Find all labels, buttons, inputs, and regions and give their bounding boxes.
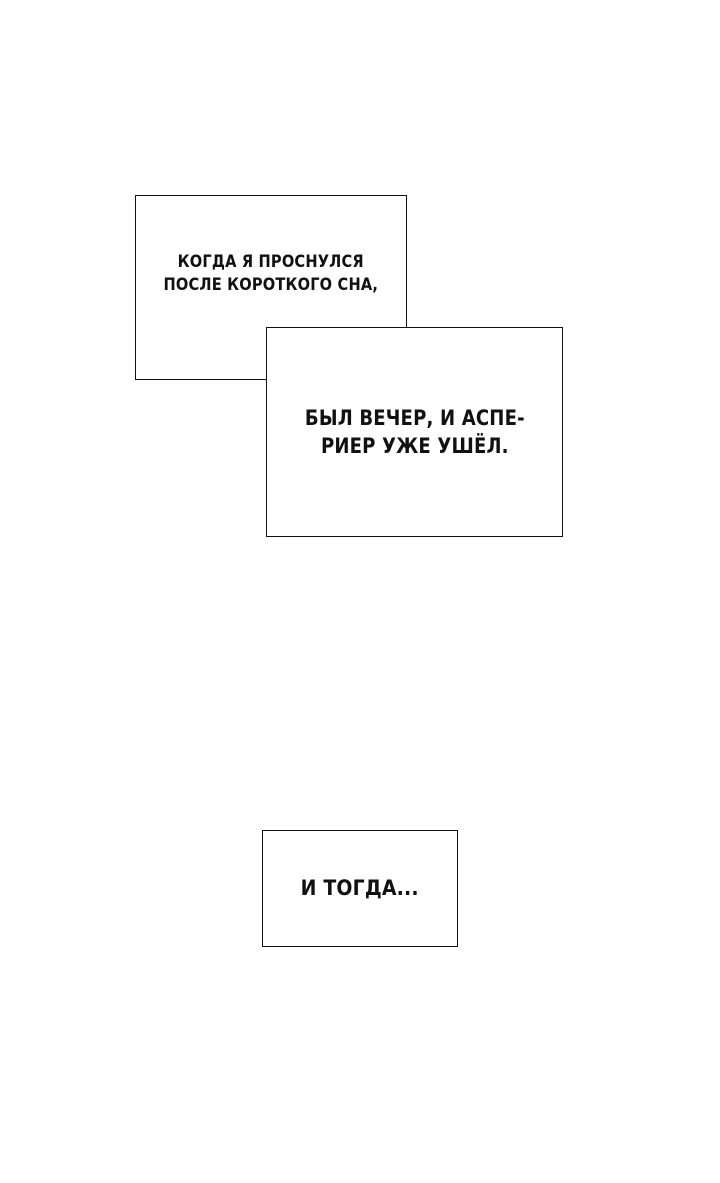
caption-text-2: Был вечер, и Аспе- риер уже ушёл.	[304, 405, 525, 458]
caption-text-1: Когда я проснулся после короткого сна,	[163, 251, 379, 295]
caption-text-3: И тогда...	[300, 876, 420, 901]
caption-box-2: Был вечер, и Аспе- риер уже ушёл.	[266, 327, 563, 537]
caption-box-3: И тогда...	[262, 830, 458, 947]
